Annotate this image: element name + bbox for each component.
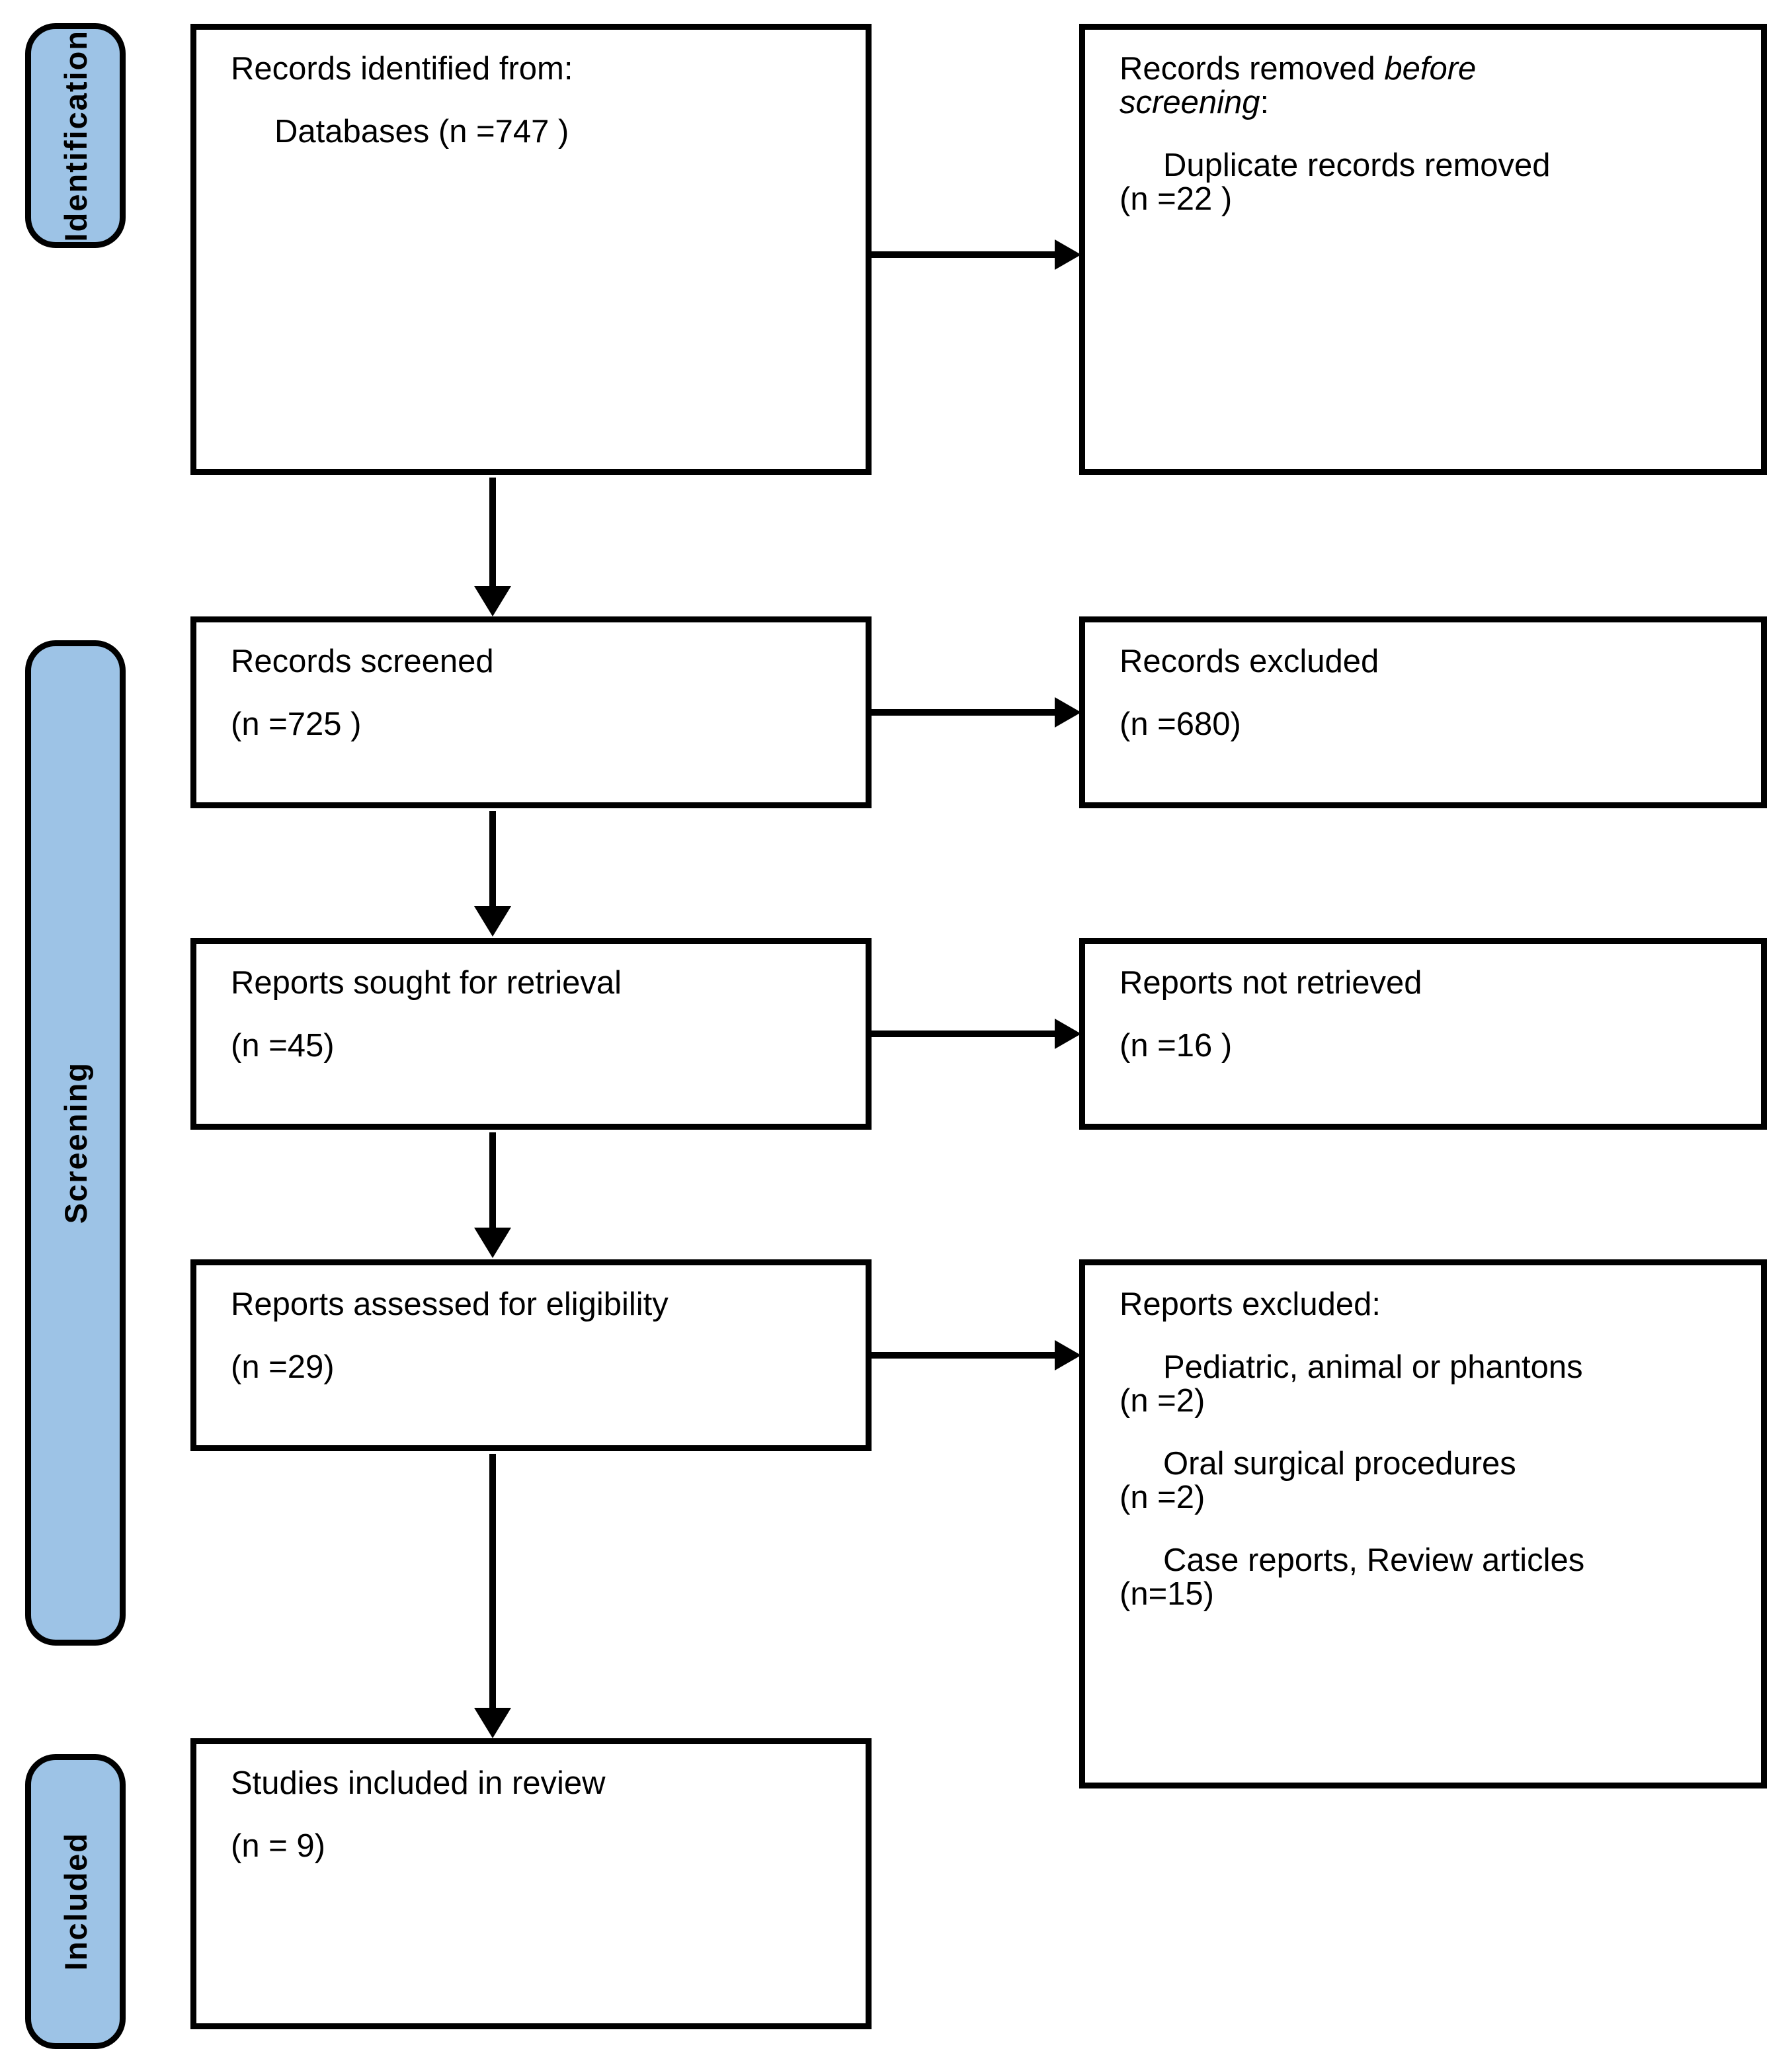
reports-excluded-reason-1: Pediatric, animal or phantons <box>1163 1349 1583 1385</box>
spacer <box>1120 1322 1734 1351</box>
box-reports-assessed-text: Reports assessed for eligibility (n =29) <box>231 1288 839 1384</box>
box-records-screened: Records screened (n =725 ) <box>190 616 872 808</box>
records-removed-line4: (n =22 ) <box>1120 181 1233 217</box>
arrow-head-down-icon <box>474 906 511 937</box>
records-excluded-line1: Records excluded <box>1120 644 1379 679</box>
arrow-screened-to-excluded <box>868 693 1081 732</box>
box-reports-excluded: Reports excluded: Pediatric, animal or p… <box>1079 1259 1767 1788</box>
arrow-shaft <box>868 709 1059 716</box>
arrow-sought-to-not-retrieved <box>868 1014 1081 1054</box>
arrow-identified-to-removed <box>868 235 1081 274</box>
box-records-excluded-text: Records excluded (n =680) <box>1120 645 1734 741</box>
stage-label-included: Included <box>58 1832 93 1971</box>
box-reports-sought-text: Reports sought for retrieval (n =45) <box>231 966 839 1063</box>
reports-excluded-reason-3: Case reports, Review articles <box>1163 1542 1585 1578</box>
arrow-shaft <box>489 811 496 911</box>
arrow-shaft <box>868 251 1059 258</box>
spacer <box>231 679 839 708</box>
spacer <box>1120 1418 1734 1447</box>
reports-excluded-heading: Reports excluded: <box>1120 1286 1381 1322</box>
arrow-assessed-to-reports-excluded <box>868 1335 1081 1375</box>
stage-pill-included: Included <box>25 1754 126 2049</box>
spacer <box>231 1000 839 1029</box>
spacer <box>231 1322 839 1351</box>
reports-not-retrieved-line2: (n =16 ) <box>1120 1027 1233 1064</box>
records-removed-line1-plain: Records removed <box>1120 51 1385 87</box>
reports-sought-line2: (n =45) <box>231 1027 335 1064</box>
arrow-shaft <box>868 1030 1059 1037</box>
records-removed-line2-tail: : <box>1260 84 1270 120</box>
box-studies-included-text: Studies included in review (n = 9) <box>231 1767 839 1863</box>
records-identified-line1: Records identified from: <box>231 51 573 87</box>
box-records-removed-before-screening: Records removed before screening: Duplic… <box>1079 24 1767 475</box>
box-reports-sought-for-retrieval: Reports sought for retrieval (n =45) <box>190 938 872 1130</box>
records-removed-line2: screening: <box>1120 84 1734 120</box>
arrow-sought-to-assessed <box>471 1132 514 1258</box>
arrow-assessed-to-included <box>471 1454 514 1738</box>
reports-sought-line1: Reports sought for retrieval <box>231 965 622 1001</box>
box-reports-assessed-for-eligibility: Reports assessed for eligibility (n =29) <box>190 1259 872 1451</box>
records-removed-line1: Records removed before <box>1120 52 1734 86</box>
reports-assessed-line2: (n =29) <box>231 1349 335 1385</box>
arrow-head-down-icon <box>474 1708 511 1738</box>
records-removed-line1-emphasis: before <box>1384 51 1477 87</box>
spacer <box>1120 1000 1734 1029</box>
box-studies-included-in-review: Studies included in review (n = 9) <box>190 1738 872 2029</box>
spacer <box>1120 1515 1734 1544</box>
box-records-removed-text: Records removed before screening: Duplic… <box>1120 52 1734 216</box>
records-removed-line3: Duplicate records removed <box>1163 147 1551 183</box>
reports-excluded-reason-2: Oral surgical procedures <box>1163 1445 1516 1482</box>
reports-excluded-count-1: (n =2) <box>1120 1382 1205 1419</box>
arrow-shaft <box>489 1454 496 1713</box>
spacer <box>1120 120 1734 149</box>
box-reports-not-retrieved-text: Reports not retrieved (n =16 ) <box>1120 966 1734 1063</box>
box-records-identified-text: Records identified from: Databases (n =7… <box>231 52 839 149</box>
stage-pill-screening: Screening <box>25 640 126 1646</box>
arrow-head-down-icon <box>474 586 511 616</box>
arrow-shaft <box>868 1352 1059 1359</box>
reports-excluded-count-2: (n =2) <box>1120 1479 1205 1515</box>
stage-label-screening: Screening <box>58 1062 93 1224</box>
records-excluded-line2: (n =680) <box>1120 706 1241 742</box>
spacer <box>1120 679 1734 708</box>
records-screened-line1: Records screened <box>231 644 494 679</box>
arrow-identified-to-screened <box>471 478 514 616</box>
spacer <box>231 1800 839 1830</box>
box-records-identified: Records identified from: Databases (n =7… <box>190 24 872 475</box>
arrow-head-right-icon <box>1055 239 1081 270</box>
arrow-head-right-icon <box>1055 1019 1081 1049</box>
studies-included-line1: Studies included in review <box>231 1765 606 1801</box>
box-reports-not-retrieved: Reports not retrieved (n =16 ) <box>1079 938 1767 1130</box>
records-removed-line2-emphasis: screening <box>1120 84 1260 120</box>
spacer <box>231 86 839 115</box>
studies-included-line2: (n = 9) <box>231 1828 325 1864</box>
reports-assessed-line1: Reports assessed for eligibility <box>231 1286 669 1322</box>
arrow-head-right-icon <box>1055 697 1081 728</box>
reports-excluded-count-3: (n=15) <box>1120 1576 1215 1612</box>
arrow-head-right-icon <box>1055 1340 1081 1370</box>
arrow-head-down-icon <box>474 1228 511 1258</box>
reports-not-retrieved-line1: Reports not retrieved <box>1120 965 1422 1001</box>
records-identified-line2: Databases (n =747 ) <box>274 113 569 149</box>
arrow-screened-to-sought <box>471 811 514 937</box>
records-screened-line2: (n =725 ) <box>231 706 362 742</box>
box-reports-excluded-text: Reports excluded: Pediatric, animal or p… <box>1120 1288 1734 1611</box>
arrow-shaft <box>489 1132 496 1233</box>
box-records-screened-text: Records screened (n =725 ) <box>231 645 839 741</box>
arrow-shaft <box>489 478 496 591</box>
stage-label-identification: Identification <box>58 29 93 242</box>
box-records-excluded: Records excluded (n =680) <box>1079 616 1767 808</box>
stage-pill-identification: Identification <box>25 23 126 248</box>
